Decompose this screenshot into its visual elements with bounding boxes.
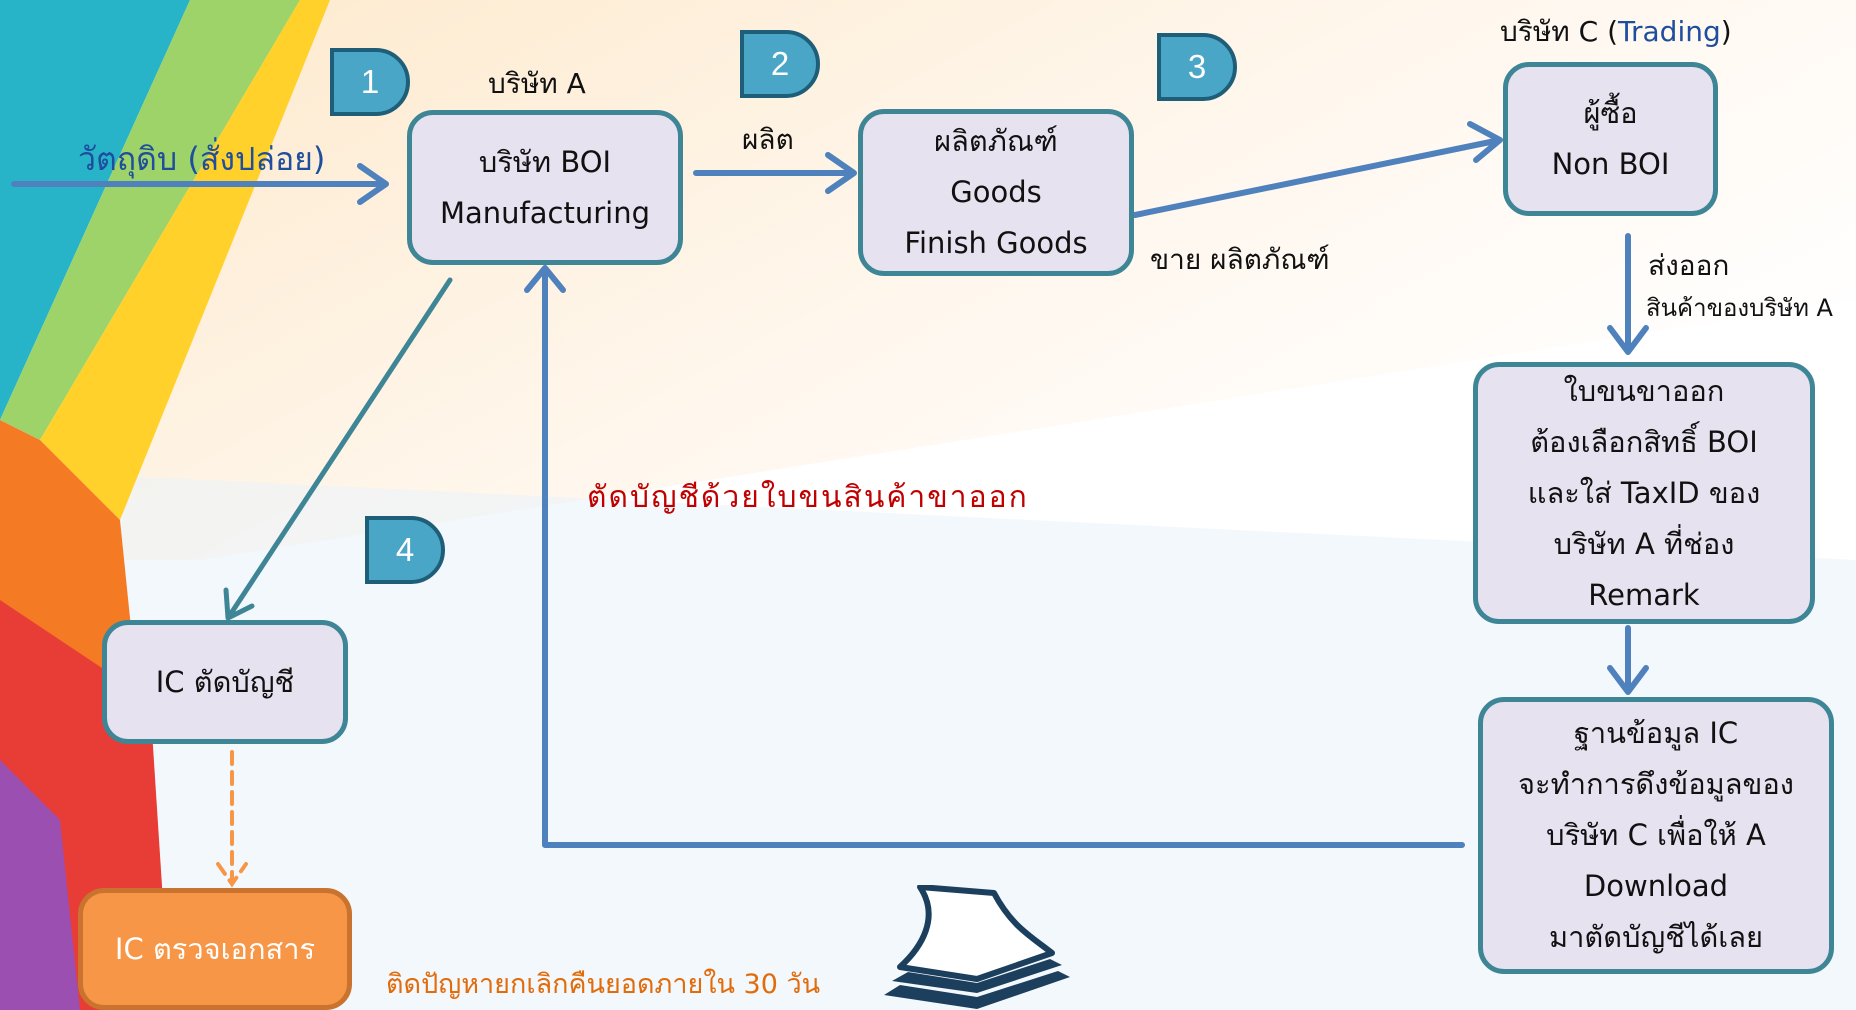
- export-declaration-line-1: ใบขนขาออก: [1563, 373, 1725, 408]
- write-off-feedback-arrow: [524, 265, 1465, 848]
- goods-line-1: ผลิตภัณฑ์: [934, 124, 1058, 158]
- ic-inspect-box: IC ตรวจเอกสาร: [78, 888, 352, 1010]
- export-declaration-line-2: ต้องเลือกสิทธิ์ BOI: [1530, 424, 1758, 459]
- ic-database-line-5: มาตัดบัญชีได้เลย: [1549, 920, 1763, 954]
- produce-arrow: [693, 152, 857, 194]
- export-declaration-line-5: Remark: [1588, 577, 1700, 612]
- documents-stack-icon: [884, 885, 1070, 1009]
- export-label: ส่งออก: [1648, 249, 1730, 282]
- sell-arrow: [1132, 121, 1503, 218]
- buyer-line-1: ผู้ซื้อ: [1583, 96, 1638, 130]
- company-c-label: บริษัท C (Trading): [1500, 10, 1732, 54]
- ic-inspect-arrow: [216, 750, 248, 888]
- ic-database-line-2: จะทำการดึงข้อมูลของ: [1518, 767, 1794, 801]
- company-c-suffix: ): [1720, 15, 1732, 48]
- buyer-line-2: Non BOI: [1551, 147, 1670, 181]
- export-declaration-line-4: บริษัท A ที่ช่อง: [1553, 526, 1735, 561]
- buyer-box: ผู้ซื้อ Non BOI: [1503, 62, 1718, 216]
- ic-database-line-4: Download: [1583, 869, 1729, 903]
- problem-note: ติดปัญหายกเลิกคืนยอดภายใน 30 วัน: [386, 969, 821, 1000]
- sell-product-label: ขาย ผลิตภัณฑ์: [1150, 243, 1330, 276]
- step-badge-4: 4: [365, 516, 445, 584]
- raw-material-label: วัตถุดิบ (สั่งปล่อย): [78, 140, 326, 178]
- step-badge-1: 1: [330, 48, 410, 116]
- goods-line-3: Finish Goods: [904, 226, 1088, 260]
- boi-manufacturing-line-1: บริษัท BOI: [478, 144, 612, 179]
- export-declaration-line-3: และใส่ TaxID ของ: [1527, 475, 1761, 510]
- ic-write-off-line-1: IC ตัดบัญชี: [155, 664, 295, 699]
- goods-box: ผลิตภัณฑ์ Goods Finish Goods: [858, 109, 1134, 276]
- boi-manufacturing-line-2: Manufacturing: [440, 195, 650, 230]
- produce-label: ผลิต: [742, 123, 794, 156]
- export-goods-label: สินค้าของบริษัท A: [1646, 294, 1833, 322]
- company-a-label: บริษัท A: [488, 67, 586, 100]
- database-arrow: [1607, 625, 1649, 695]
- step-badge-2: 2: [740, 30, 820, 98]
- goods-line-2: Goods: [950, 175, 1042, 209]
- company-c-prefix: บริษัท C (: [1500, 15, 1619, 48]
- raw-material-arrow: [11, 163, 389, 205]
- export-declaration-box: ใบขนขาออก ต้องเลือกสิทธิ์ BOI และใส่ Tax…: [1473, 362, 1815, 624]
- export-arrow: [1607, 233, 1649, 355]
- ic-database-line-1: ฐานข้อมูล IC: [1573, 716, 1739, 750]
- company-c-trading: Trading: [1618, 15, 1721, 48]
- ic-write-off-box: IC ตัดบัญชี: [102, 620, 348, 744]
- ic-inspect-line-1: IC ตรวจเอกสาร: [114, 931, 316, 966]
- ic-write-off-arrow: [223, 277, 453, 621]
- boi-manufacturing-box: บริษัท BOI Manufacturing: [407, 110, 683, 265]
- write-off-note: ตัดบัญชีด้วยใบขนสินค้าขาออก: [587, 480, 1029, 515]
- step-badge-3: 3: [1157, 33, 1237, 101]
- ic-database-line-3: บริษัท C เพื่อให้ A: [1546, 818, 1766, 852]
- ic-database-box: ฐานข้อมูล IC จะทำการดึงข้อมูลของ บริษัท …: [1478, 697, 1834, 974]
